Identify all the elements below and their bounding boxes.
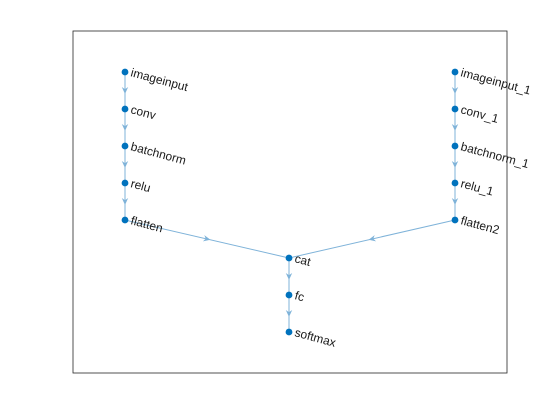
axes-box (72, 30, 508, 374)
node-label-cat: cat (293, 251, 313, 269)
edge-batchnorm_1-to-relu_1 (451, 146, 459, 183)
edge-conv-to-batchnorm (121, 109, 129, 146)
edge-fc-to-softmax (285, 295, 293, 332)
edge-arrowhead (121, 124, 129, 131)
node-label-fc: fc (293, 288, 306, 304)
edge-arrowhead (285, 273, 293, 280)
nodes-layer (121, 68, 459, 336)
node-conv (121, 105, 129, 113)
edge-arrowhead (202, 235, 211, 242)
edge-relu_1-to-flatten2 (451, 183, 459, 220)
edge-conv_1-to-batchnorm_1 (451, 109, 459, 146)
edge-batchnorm-to-relu (121, 146, 129, 183)
node-cat (285, 254, 293, 262)
node-fc (285, 291, 293, 299)
edge-flatten2-to-cat (288, 219, 456, 259)
edge-arrowhead (368, 235, 377, 242)
edge-cat-to-fc (285, 258, 293, 295)
node-batchnorm_1 (451, 142, 459, 150)
edge-arrowhead (451, 87, 459, 94)
node-relu_1 (451, 179, 459, 187)
edge-arrowhead (121, 161, 129, 168)
edge-flatten-to-cat (124, 219, 290, 259)
node-label-conv: conv (129, 102, 157, 122)
node-softmax (285, 328, 293, 336)
edge-imageinput_1-to-conv_1 (451, 72, 459, 109)
node-imageinput (121, 68, 129, 76)
edge-relu-to-flatten (121, 183, 129, 220)
node-batchnorm (121, 142, 129, 150)
edge-arrowhead (121, 87, 129, 94)
edges-layer (121, 72, 459, 332)
edge-imageinput-to-conv (121, 72, 129, 109)
node-label-relu: relu (129, 176, 152, 195)
edge-arrowhead (285, 310, 293, 317)
node-flatten2 (451, 216, 459, 224)
node-relu (121, 179, 129, 187)
node-flatten (121, 216, 129, 224)
node-imageinput_1 (451, 68, 459, 76)
edge-arrowhead (121, 198, 129, 205)
node-conv_1 (451, 105, 459, 113)
edge-arrowhead (451, 124, 459, 131)
edge-arrowhead (451, 198, 459, 205)
edge-arrowhead (451, 161, 459, 168)
